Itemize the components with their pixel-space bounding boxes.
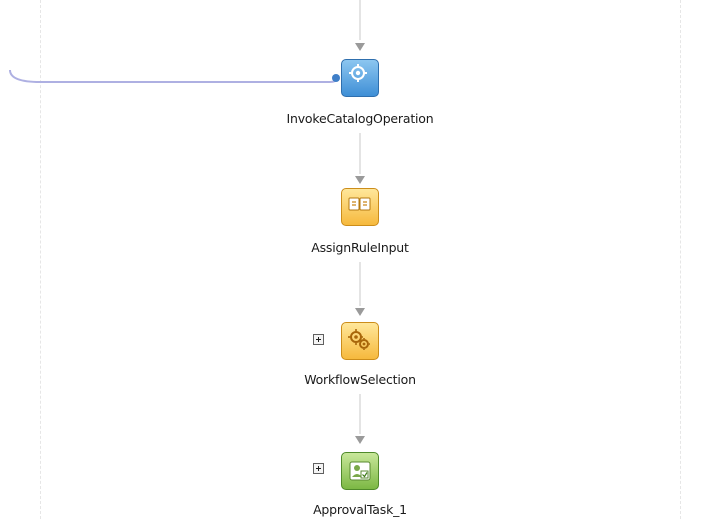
workflow-selection-node[interactable] <box>341 322 379 360</box>
approval-task-label: ApprovalTask_1 <box>313 502 407 517</box>
partner-link-port[interactable] <box>332 74 340 82</box>
flow-arrow-invoke-assign <box>355 176 365 184</box>
partner-link-wire[interactable] <box>9 69 339 83</box>
assign-icon <box>348 197 371 211</box>
expand-workflow-button[interactable] <box>313 334 324 345</box>
left-lane-guide <box>40 0 41 519</box>
workflow-selection-label: WorkflowSelection <box>304 372 416 387</box>
incoming-flow-arrow <box>355 43 365 51</box>
expand-approval-button[interactable] <box>313 463 324 474</box>
flow-arrow-workflow-approval <box>355 436 365 444</box>
assign-activity-label: AssignRuleInput <box>311 240 409 255</box>
human-task-icon <box>349 461 371 481</box>
invoke-activity-node[interactable] <box>341 59 379 97</box>
invoke-activity-label: InvokeCatalogOperation <box>286 111 434 126</box>
flow-arrow-assign-workflow <box>355 308 365 316</box>
invoke-gear-icon <box>349 64 367 82</box>
assign-activity-node[interactable] <box>341 188 379 226</box>
approval-task-node[interactable] <box>341 452 379 490</box>
business-rule-icon <box>348 329 370 350</box>
right-lane-guide <box>680 0 681 519</box>
